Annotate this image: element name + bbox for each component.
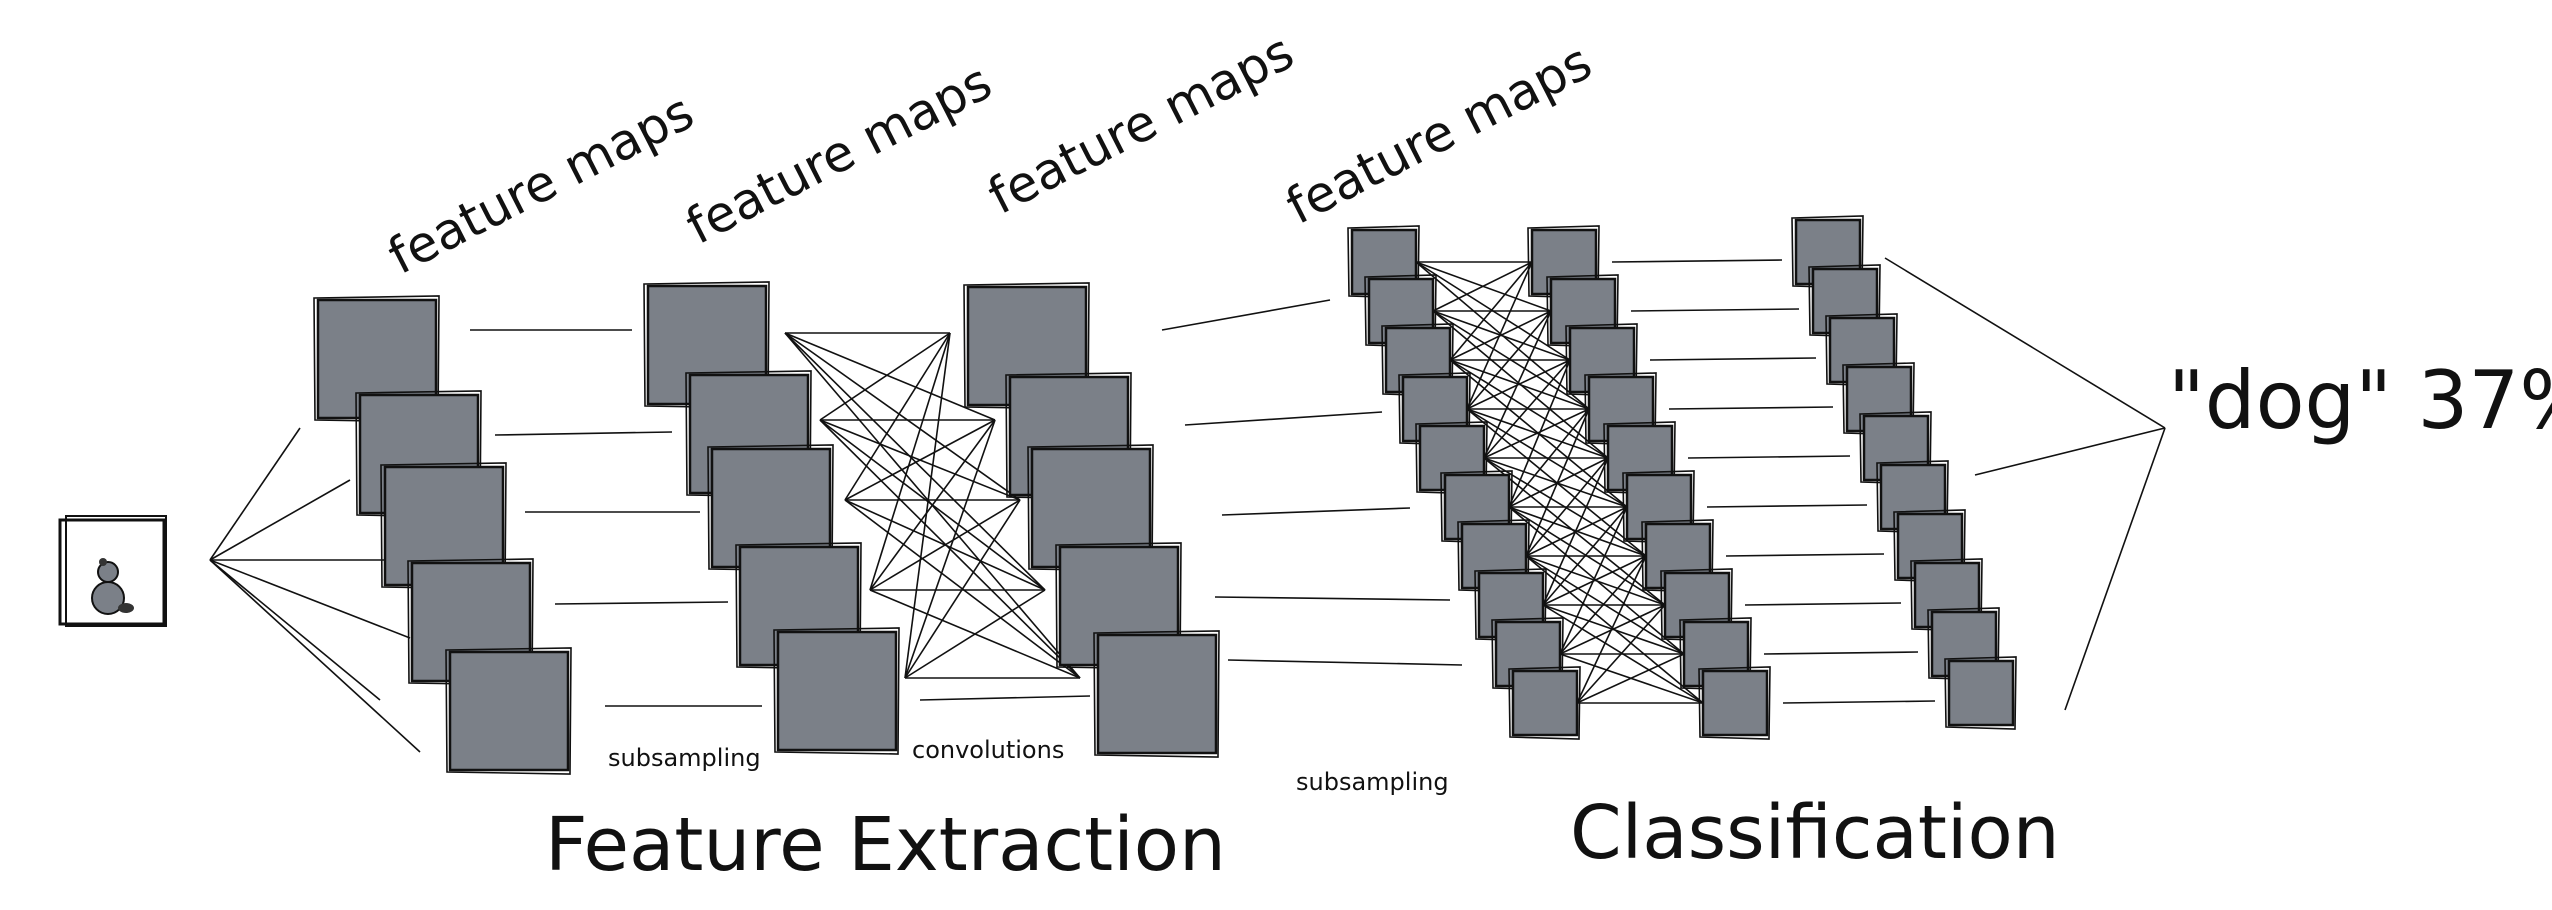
connection-line [819, 332, 951, 421]
connection-line [209, 427, 301, 561]
connection-line [1668, 406, 1834, 410]
connection-line [1221, 507, 1411, 516]
feature-maps-label-4: feature maps [1277, 33, 1601, 236]
connection-line [1483, 310, 1552, 459]
convolutions-label: convolutions [912, 736, 1064, 764]
dog-image-icon [58, 515, 167, 627]
connection-line [494, 431, 673, 436]
connection-line [1725, 553, 1885, 557]
connection-line [1449, 310, 1552, 361]
connection-line [1508, 359, 1571, 508]
connection-line [1542, 506, 1628, 606]
connection-line [1483, 359, 1571, 459]
connection-line [1483, 457, 1628, 508]
classification-label: Classification [1570, 790, 2060, 876]
connection-line [1466, 359, 1571, 410]
connection-line [1576, 604, 1666, 704]
connection-line [784, 332, 996, 421]
connection-line [1687, 455, 1851, 459]
connection-line [1542, 555, 1647, 606]
subsampling-label-2: subsampling [1296, 768, 1449, 796]
svg-text:feature maps: feature maps [979, 23, 1303, 226]
svg-text:feature maps: feature maps [677, 53, 1001, 256]
connection-line [1525, 408, 1590, 557]
connection-line [904, 499, 1021, 679]
connection-line [1576, 653, 1685, 704]
connection-line [904, 419, 996, 679]
connection-line [1559, 555, 1647, 655]
svg-text:feature maps: feature maps [379, 83, 703, 286]
connection-line [1559, 506, 1628, 655]
connection-line [554, 601, 729, 605]
connection-line [1508, 457, 1609, 508]
feature-maps-label-3: feature maps [979, 23, 1303, 226]
connection-line [844, 332, 951, 501]
feature-maps-label-2: feature maps [677, 53, 1001, 256]
connection-line [1542, 457, 1609, 606]
connection-line [1432, 261, 1533, 312]
connection-line [1576, 555, 1647, 704]
subsampling-label-1: subsampling [608, 744, 761, 772]
connection-line [209, 479, 351, 561]
connection-line [1884, 257, 2166, 429]
connection-lines [209, 257, 2166, 753]
svg-text:feature maps: feature maps [1277, 33, 1601, 236]
connection-line [1630, 308, 1800, 312]
feature-maps-label-1: feature maps [379, 83, 703, 286]
connection-line [1466, 261, 1533, 410]
connection-line [1559, 604, 1666, 655]
connection-line [1763, 651, 1919, 655]
connection-line [2064, 427, 2166, 711]
connection-line [869, 499, 1021, 591]
feature-map-stack6-9 [1944, 656, 2017, 730]
connection-line [784, 332, 1021, 501]
connection-line [1161, 299, 1331, 331]
connection-line [1525, 506, 1628, 557]
connection-line [1508, 408, 1590, 508]
connection-line [209, 559, 381, 701]
feature-map-stack1-4 [445, 647, 572, 775]
connection-line [869, 419, 996, 591]
prediction-label: "dog" 37% [2168, 354, 2552, 447]
connection-line [1649, 357, 1817, 361]
connection-line [919, 695, 1091, 701]
connection-line [1214, 596, 1451, 601]
feature-map-stacks [313, 215, 2017, 775]
connection-line [1449, 261, 1533, 361]
connection-line [209, 559, 411, 639]
feature-extraction-label: Feature Extraction [545, 802, 1226, 888]
connection-line [1184, 411, 1383, 426]
connection-line [1483, 408, 1590, 459]
connection-line [1706, 504, 1868, 508]
feature-map-stack2-4 [773, 627, 900, 755]
connection-line [1744, 602, 1902, 606]
connection-line [1525, 457, 1609, 557]
connection-line [844, 419, 996, 501]
feature-map-stack3-4 [1093, 630, 1220, 758]
connection-line [904, 332, 951, 679]
connection-line [209, 559, 421, 753]
connection-line [1611, 259, 1783, 263]
connection-line [904, 589, 1046, 679]
connection-line [1974, 427, 2166, 476]
connection-line [1782, 700, 1936, 704]
connection-line [869, 332, 951, 591]
feature-map-stack4-9 [1508, 666, 1581, 740]
connection-line [1227, 659, 1463, 666]
connection-line [784, 332, 1046, 591]
feature-map-stack5-9 [1698, 666, 1771, 740]
connection-line [1466, 310, 1552, 410]
